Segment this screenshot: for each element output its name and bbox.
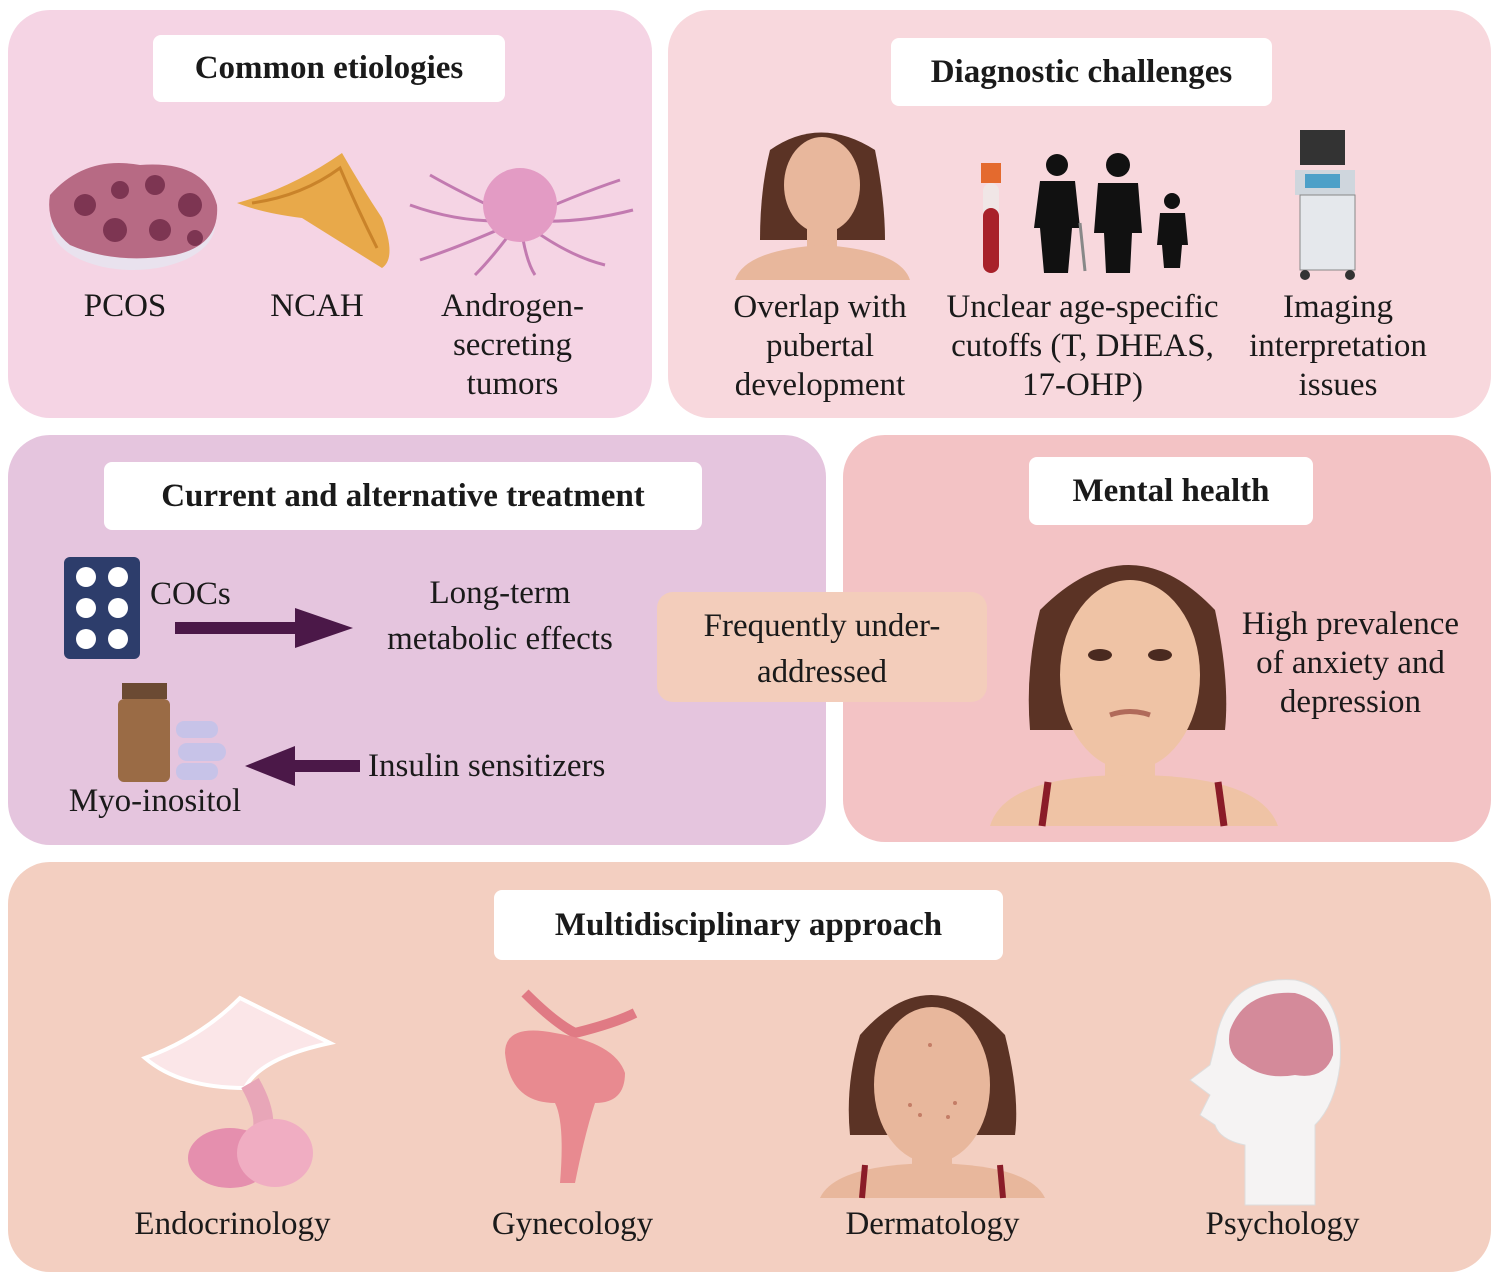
arrow-right-icon: [175, 608, 353, 648]
arrow-left-icon: [245, 746, 360, 786]
gynecology-label: Gynecology: [491, 1206, 654, 1242]
blood-tube-icon: [981, 163, 1001, 273]
myo-inositol-label: Myo-inositol: [68, 783, 242, 819]
metabolic-effects-label: Long-term metabolic effects: [387, 575, 613, 657]
endocrinology-label: Endocrinology: [134, 1206, 331, 1242]
under-addressed-label: Frequently under- addressed: [703, 608, 941, 690]
mental-health-title: Mental health: [1029, 457, 1313, 525]
dermatology-label: Dermatology: [845, 1206, 1020, 1242]
psychology-label: Psychology: [1205, 1206, 1360, 1242]
pill-pack-icon: [64, 557, 140, 659]
dermatology-woman-icon: [820, 995, 1045, 1199]
family-age-icon: [1034, 153, 1188, 273]
uterus-icon: [505, 989, 638, 1183]
under-addressed-box: [657, 592, 987, 702]
tumor-icon: [409, 168, 634, 277]
adrenal-gland-icon: [237, 153, 390, 268]
sad-woman-icon: [990, 565, 1278, 827]
treatment-title: Current and alternative treatment: [104, 462, 702, 530]
pituitary-icon: [141, 995, 336, 1188]
pubertal-overlap-label: Overlap with pubertal development: [733, 289, 907, 403]
supplement-bottle-icon: [118, 683, 226, 782]
androgen-tumors-label: Androgen- secreting tumors: [441, 288, 584, 402]
age-cutoffs-label: Unclear age-specific cutoffs (T, DHEAS, …: [946, 289, 1219, 403]
ultrasound-machine-icon: [1295, 130, 1356, 280]
cocs-label: COCs: [150, 576, 231, 612]
brain-head-icon: [1189, 979, 1341, 1206]
diagnostic-title: Diagnostic challenges: [891, 38, 1272, 106]
girl-icon: [735, 132, 910, 280]
multidisciplinary-title: Multidisciplinary approach: [494, 890, 1003, 960]
anxiety-depression-label: High prevalence of anxiety and depressio…: [1241, 606, 1460, 720]
etiologies-title: Common etiologies: [153, 35, 505, 102]
pcos-label: PCOS: [83, 288, 167, 324]
imaging-issues-label: Imaging interpretation issues: [1249, 289, 1427, 403]
ncah-label: NCAH: [270, 288, 364, 324]
ovary-icon: [49, 163, 218, 270]
insulin-sensitizers-label: Insulin sensitizers: [368, 748, 606, 784]
